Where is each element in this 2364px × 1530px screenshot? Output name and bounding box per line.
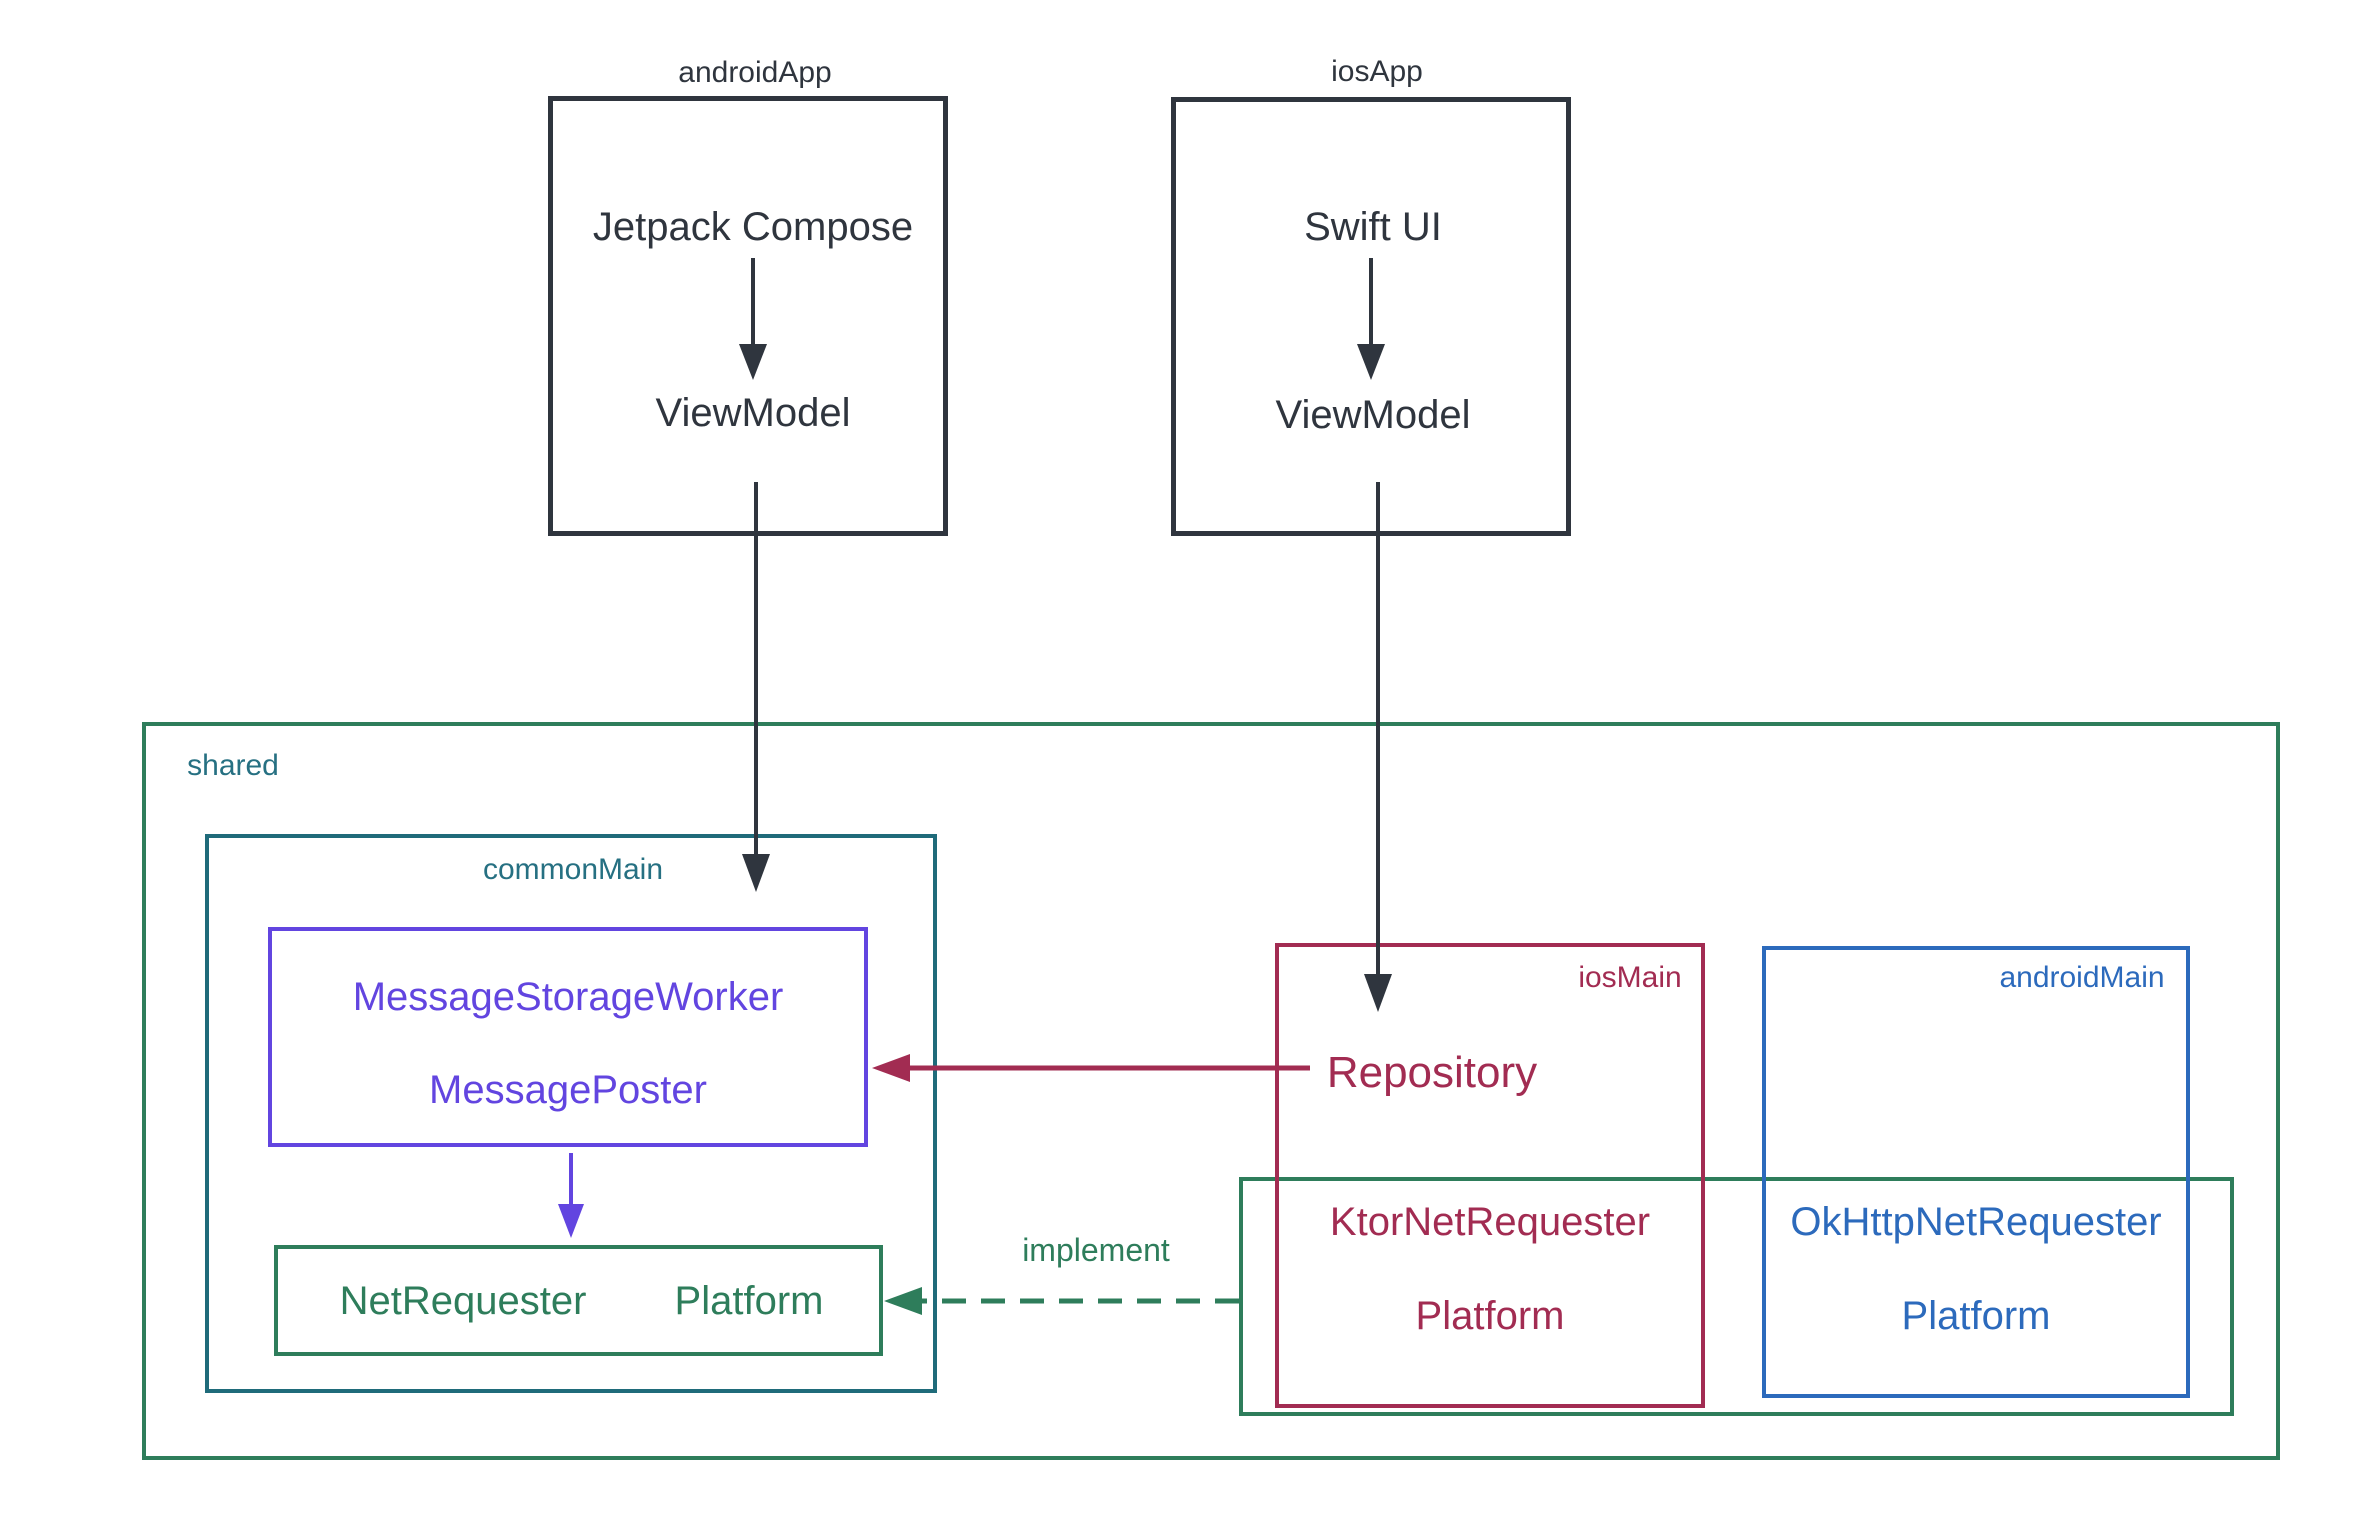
ios-platform-node: Platform	[1415, 1294, 1565, 1338]
message-poster-node: MessagePoster	[429, 1068, 707, 1112]
android-main-box	[1762, 946, 2190, 1398]
android-platform-node: Platform	[1901, 1294, 2051, 1338]
implement-overlay-box	[1239, 1177, 2234, 1416]
common-platform-node: Platform	[674, 1279, 824, 1323]
swift-ui-node: Swift UI	[1304, 205, 1442, 249]
shared-label: shared	[187, 749, 279, 782]
message-storage-worker-node: MessageStorageWorker	[352, 975, 784, 1019]
ios-app-box	[1171, 97, 1571, 536]
repository-node: Repository	[1326, 1048, 1538, 1097]
common-main-label: commonMain	[482, 853, 664, 886]
okhttp-net-requester-node: OkHttpNetRequester	[1790, 1200, 2162, 1244]
android-viewmodel-node: ViewModel	[655, 391, 851, 435]
shared-box	[142, 722, 2280, 1460]
ios-main-label: iosMain	[1578, 961, 1682, 994]
message-worker-box	[268, 927, 868, 1147]
ios-main-box	[1275, 943, 1705, 1408]
android-app-label: androidApp	[678, 56, 832, 89]
android-app-box	[548, 96, 948, 536]
ktor-net-requester-node: KtorNetRequester	[1329, 1200, 1651, 1244]
common-main-box	[205, 834, 937, 1393]
implement-edge-label: implement	[1022, 1232, 1170, 1268]
net-requester-box	[274, 1245, 883, 1356]
android-main-label: androidMain	[1999, 961, 2165, 994]
net-requester-node: NetRequester	[339, 1279, 587, 1323]
ios-viewmodel-node: ViewModel	[1275, 393, 1471, 437]
jetpack-compose-node: Jetpack Compose	[592, 205, 914, 249]
ios-app-label: iosApp	[1331, 55, 1423, 88]
